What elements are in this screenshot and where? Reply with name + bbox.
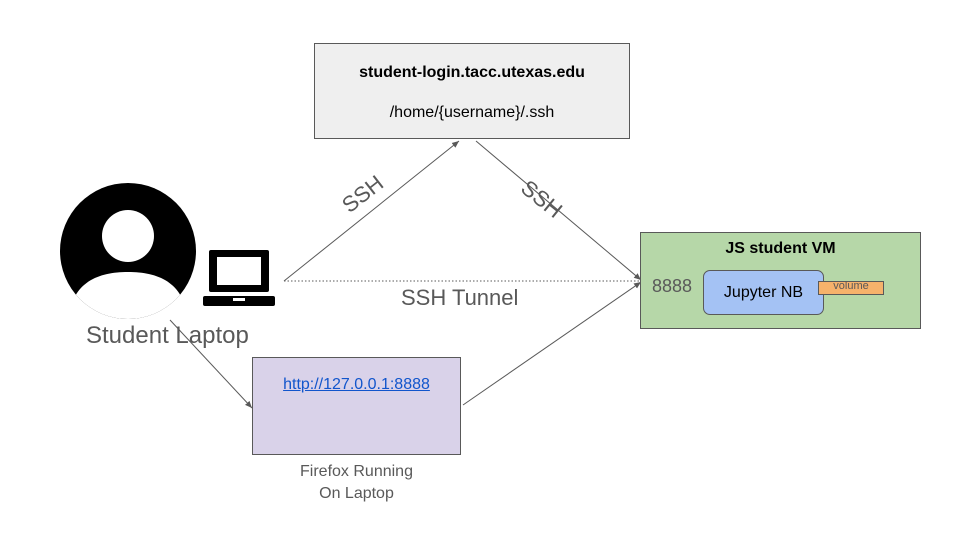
jupyter-notebook-box: Jupyter NB (703, 270, 824, 315)
laptop-icon (203, 250, 275, 306)
firefox-caption: Firefox Running On Laptop (252, 461, 461, 505)
login-ssh-path: /home/{username}/.ssh (389, 104, 555, 121)
vm-title: JS student VM (725, 240, 836, 257)
ssh-line-login-to-vm (475, 140, 642, 281)
firefox-browser-box: http://127.0.0.1:8888 (252, 357, 461, 455)
volume-box: volume (818, 281, 884, 295)
laptop-to-firefox-line (169, 319, 253, 409)
user-avatar-icon (60, 183, 196, 319)
student-laptop-label: Student Laptop (86, 322, 249, 349)
ssh-line-laptop-to-login (283, 140, 460, 282)
firefox-to-vm-line (462, 281, 642, 406)
firefox-caption-line1: Firefox Running (300, 463, 413, 480)
ssh-tunnel-label: SSH Tunnel (401, 285, 519, 310)
jupyter-url-link[interactable]: http://127.0.0.1:8888 (283, 376, 430, 393)
login-server-box: student-login.tacc.utexas.edu /home/{use… (314, 43, 630, 139)
firefox-caption-line2: On Laptop (319, 485, 394, 502)
port-label: 8888 (652, 276, 693, 296)
login-hostname: student-login.tacc.utexas.edu (359, 64, 585, 81)
